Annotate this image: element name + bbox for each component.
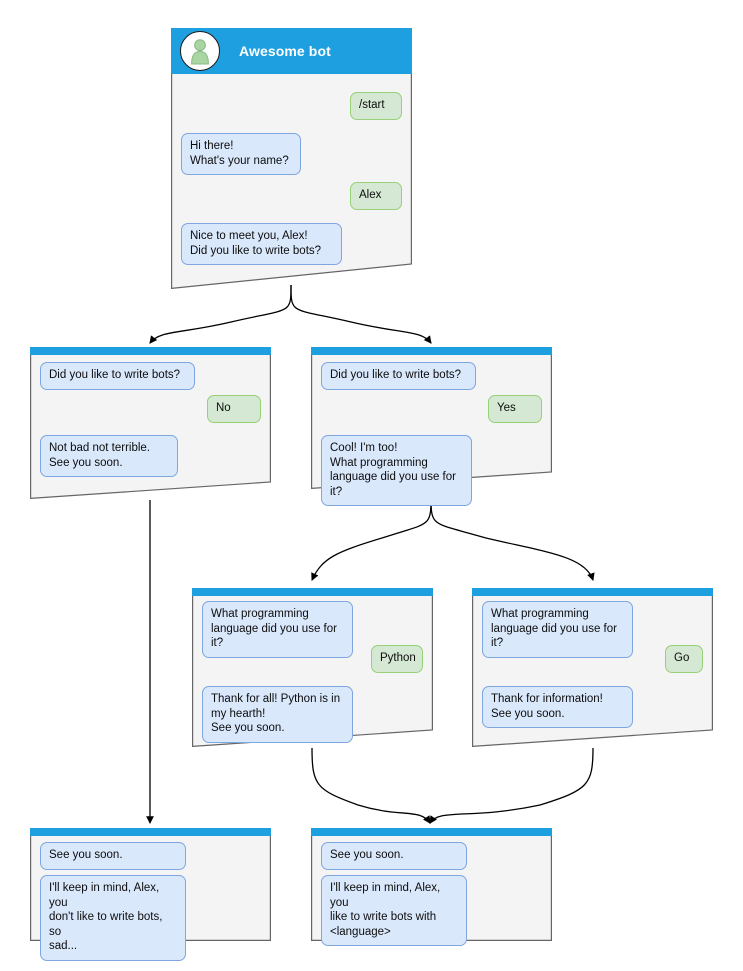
edge-root-to-yes: [290, 284, 432, 344]
node-go-branch[interactable]: What programming language did you use fo…: [472, 588, 713, 747]
message-bubble-user[interactable]: /start: [350, 92, 402, 120]
message-bubble-user[interactable]: Python: [371, 645, 423, 673]
message-bubble-bot[interactable]: See you soon.: [40, 842, 186, 870]
node-python-branch[interactable]: What programming language did you use fo…: [192, 588, 433, 747]
node-yes-branch[interactable]: Did you like to write bots? Yes Cool! I'…: [311, 347, 552, 507]
node-no-branch-chat: Did you like to write bots? No Not bad n…: [30, 355, 271, 499]
node-root-chat: /start Hi there! What's your name? Alex …: [171, 74, 412, 289]
node-no-branch[interactable]: Did you like to write bots? No Not bad n…: [30, 347, 271, 499]
node-end-yes-chat: See you soon. I'll keep in mind, Alex, y…: [311, 836, 552, 947]
message-bubble-bot[interactable]: Cool! I'm too! What programming language…: [321, 435, 472, 507]
edge-root-to-no: [149, 284, 292, 344]
edge-python-to-end-yes: [311, 747, 431, 824]
message-bubble-user[interactable]: Go: [665, 645, 703, 673]
node-python-branch-header: [192, 588, 433, 596]
message-bubble-bot[interactable]: I'll keep in mind, Alex, you like to wri…: [321, 875, 467, 947]
message-bubble-bot[interactable]: Did you like to write bots?: [40, 362, 195, 390]
node-root-header: Awesome bot: [171, 28, 412, 74]
edge-go-to-end-yes: [429, 747, 594, 824]
node-go-branch-header: [472, 588, 713, 596]
node-python-branch-chat: What programming language did you use fo…: [192, 596, 433, 747]
message-bubble-bot[interactable]: Not bad not terrible. See you soon.: [40, 435, 178, 478]
node-end-yes-header: [311, 828, 552, 836]
node-root[interactable]: Awesome bot /start Hi there! What's your…: [171, 28, 412, 289]
node-go-branch-chat: What programming language did you use fo…: [472, 596, 713, 747]
message-bubble-bot[interactable]: What programming language did you use fo…: [482, 601, 633, 658]
message-bubble-bot[interactable]: Thank for information! See you soon.: [482, 686, 633, 729]
message-bubble-user[interactable]: Alex: [350, 182, 402, 210]
node-end-no-chat: See you soon. I'll keep in mind, Alex, y…: [30, 836, 271, 961]
message-bubble-user[interactable]: No: [207, 395, 261, 423]
node-end-yes[interactable]: See you soon. I'll keep in mind, Alex, y…: [311, 828, 552, 947]
node-end-no[interactable]: See you soon. I'll keep in mind, Alex, y…: [30, 828, 271, 961]
edge-yes-to-python: [311, 494, 432, 581]
node-yes-branch-header: [311, 347, 552, 355]
message-bubble-bot[interactable]: Nice to meet you, Alex! Did you like to …: [181, 223, 342, 266]
message-bubble-bot[interactable]: What programming language did you use fo…: [202, 601, 353, 658]
message-bubble-bot[interactable]: I'll keep in mind, Alex, you don't like …: [40, 875, 186, 961]
node-yes-branch-chat: Did you like to write bots? Yes Cool! I'…: [311, 355, 552, 507]
node-end-no-header: [30, 828, 271, 836]
edge-yes-to-go: [430, 494, 595, 581]
message-bubble-bot[interactable]: Hi there! What's your name?: [181, 133, 301, 176]
bot-name-label: Awesome bot: [239, 43, 331, 59]
message-bubble-user[interactable]: Yes: [488, 395, 542, 423]
message-bubble-bot[interactable]: Thank for all! Python is in my hearth! S…: [202, 686, 353, 743]
person-avatar-icon: [180, 31, 220, 71]
message-bubble-bot[interactable]: Did you like to write bots?: [321, 362, 476, 390]
message-bubble-bot[interactable]: See you soon.: [321, 842, 467, 870]
node-no-branch-header: [30, 347, 271, 355]
